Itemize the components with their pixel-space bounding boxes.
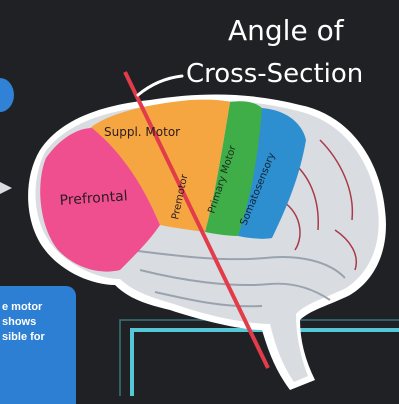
info-panel-line1: e motor <box>2 300 76 315</box>
left-arrow-icon <box>0 182 12 194</box>
heading-line2: Cross-Section <box>186 59 363 89</box>
info-panel-line3: sible for <box>2 330 76 345</box>
pointer-stroke <box>138 76 182 95</box>
info-panel-line2: shows <box>2 315 76 330</box>
info-panel: e motor shows sible for <box>0 286 76 404</box>
heading-line1: Angle of <box>228 14 345 47</box>
label-supplementary-motor: Suppl. Motor <box>104 125 180 139</box>
